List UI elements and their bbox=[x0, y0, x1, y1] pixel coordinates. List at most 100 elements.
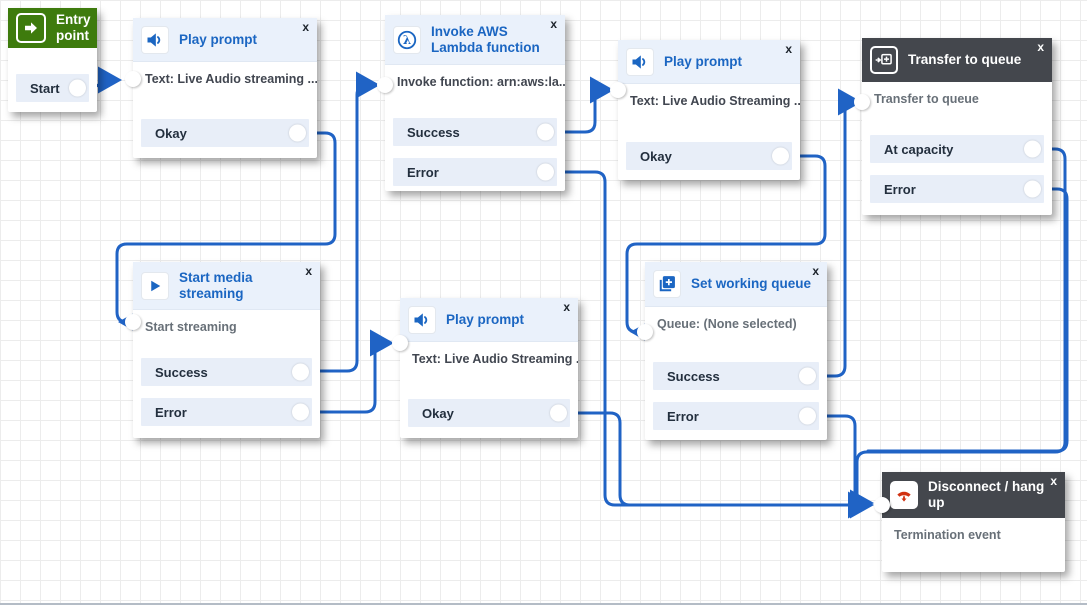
set-queue-icon bbox=[653, 270, 681, 298]
block-play-prompt-1[interactable]: Play prompt x Text: Live Audio streaming… bbox=[125, 18, 317, 158]
speaker-icon bbox=[141, 25, 169, 54]
block-header: Play prompt x bbox=[400, 298, 578, 342]
output-label: Start bbox=[30, 80, 60, 96]
wire-lambda-success-to-play2 bbox=[549, 76, 614, 134]
block-invoke-lambda[interactable]: λ Invoke AWS Lambda function x Invoke fu… bbox=[377, 15, 565, 191]
output-row-success: Success bbox=[653, 362, 819, 390]
output-port[interactable] bbox=[537, 123, 554, 141]
wire-play2-okay-to-queue bbox=[625, 154, 827, 346]
block-header: Set working queue x bbox=[645, 262, 827, 307]
output-port[interactable] bbox=[1024, 180, 1041, 198]
close-icon[interactable]: x bbox=[563, 300, 570, 314]
output-label: Error bbox=[155, 404, 187, 420]
output-label: Error bbox=[667, 408, 699, 424]
output-row-error: Error bbox=[870, 175, 1044, 203]
output-label: Okay bbox=[640, 148, 672, 164]
output-row-error: Error bbox=[141, 398, 312, 426]
lambda-icon: λ bbox=[393, 25, 421, 54]
output-port[interactable] bbox=[289, 124, 306, 142]
input-port[interactable] bbox=[377, 77, 393, 93]
close-icon[interactable]: x bbox=[550, 17, 557, 31]
wire-queue-success-to-transfer bbox=[811, 88, 862, 378]
output-port[interactable] bbox=[799, 367, 816, 385]
close-icon[interactable]: x bbox=[785, 42, 792, 56]
output-label: Success bbox=[407, 124, 460, 140]
block-title: Entry point bbox=[56, 12, 91, 43]
output-port[interactable] bbox=[772, 147, 789, 165]
output-label: Okay bbox=[422, 405, 454, 421]
output-row-at-capacity: At capacity bbox=[870, 135, 1044, 163]
block-set-working-queue[interactable]: Set working queue x Queue: (None selecte… bbox=[637, 262, 827, 440]
block-param: Invoke function: arn:aws:la... bbox=[397, 75, 565, 89]
output-label: Success bbox=[155, 364, 208, 380]
output-port[interactable] bbox=[292, 403, 309, 421]
output-row-start: Start bbox=[16, 74, 89, 102]
output-label: Error bbox=[407, 164, 439, 180]
close-icon[interactable]: x bbox=[305, 264, 312, 278]
block-title: Invoke AWS Lambda function bbox=[431, 23, 540, 55]
block-title: Set working queue bbox=[691, 276, 812, 292]
wire-media-success-to-lambda bbox=[304, 71, 380, 373]
output-row-error: Error bbox=[653, 402, 819, 430]
block-play-prompt-2[interactable]: Play prompt x Text: Live Audio Streaming… bbox=[610, 40, 800, 180]
block-param: Transfer to queue bbox=[874, 92, 979, 106]
block-param: Termination event bbox=[894, 528, 1001, 542]
output-row-okay: Okay bbox=[141, 119, 309, 147]
output-label: Success bbox=[667, 368, 720, 384]
wire-play1-okay-to-media bbox=[115, 131, 337, 336]
block-disconnect-hang-up[interactable]: Disconnect / hang up x Termination event bbox=[874, 472, 1065, 572]
input-port[interactable] bbox=[854, 94, 870, 110]
input-port[interactable] bbox=[392, 335, 408, 351]
speaker-icon bbox=[626, 47, 654, 76]
block-header: Play prompt x bbox=[618, 40, 800, 84]
output-port[interactable] bbox=[69, 79, 86, 97]
block-title: Disconnect / hang up bbox=[928, 479, 1045, 510]
transfer-queue-icon bbox=[870, 46, 898, 74]
wire-play3-okay-to-disconnect bbox=[562, 411, 872, 519]
close-icon[interactable]: x bbox=[302, 20, 309, 34]
output-port[interactable] bbox=[550, 404, 567, 422]
phone-hangup-icon bbox=[890, 481, 918, 509]
input-port[interactable] bbox=[637, 324, 653, 340]
output-port[interactable] bbox=[1024, 140, 1041, 158]
output-label: Error bbox=[884, 181, 916, 197]
input-port[interactable] bbox=[610, 82, 626, 98]
block-title: Play prompt bbox=[446, 311, 525, 327]
output-row-error: Error bbox=[393, 158, 557, 186]
block-param: Start streaming bbox=[145, 320, 237, 334]
close-icon[interactable]: x bbox=[1050, 474, 1057, 488]
block-header: Disconnect / hang up x bbox=[882, 472, 1065, 518]
input-port[interactable] bbox=[125, 314, 141, 330]
output-label: At capacity bbox=[884, 141, 954, 157]
block-header: Entry point bbox=[8, 8, 97, 48]
output-row-okay: Okay bbox=[626, 142, 792, 170]
wire-media-error-to-play3 bbox=[304, 329, 394, 414]
close-icon[interactable]: x bbox=[1037, 40, 1044, 54]
block-body-spacer bbox=[8, 48, 97, 74]
block-param: Text: Live Audio Streaming ... bbox=[630, 94, 800, 108]
block-start-media-streaming[interactable]: Start media streaming x Start streaming … bbox=[125, 262, 320, 438]
output-row-success: Success bbox=[393, 118, 557, 146]
block-param: Queue: (None selected) bbox=[657, 317, 797, 331]
input-port[interactable] bbox=[125, 71, 141, 87]
block-entry-point[interactable]: Entry point Start bbox=[8, 8, 97, 112]
block-param: Text: Live Audio Streaming ... bbox=[412, 352, 578, 366]
block-header: Transfer to queue x bbox=[862, 38, 1052, 82]
output-row-success: Success bbox=[141, 358, 312, 386]
block-header: λ Invoke AWS Lambda function x bbox=[385, 15, 565, 65]
output-row-okay: Okay bbox=[408, 399, 570, 427]
block-transfer-to-queue[interactable]: Transfer to queue x Transfer to queue At… bbox=[854, 38, 1052, 215]
output-port[interactable] bbox=[292, 363, 309, 381]
output-port[interactable] bbox=[537, 163, 554, 181]
input-port[interactable] bbox=[874, 497, 890, 513]
block-play-prompt-3[interactable]: Play prompt x Text: Live Audio Streaming… bbox=[392, 298, 578, 438]
block-title: Play prompt bbox=[179, 31, 258, 47]
wire-lambda-error-to-disconnect bbox=[549, 170, 874, 519]
close-icon[interactable]: x bbox=[812, 264, 819, 278]
svg-text:λ: λ bbox=[403, 33, 411, 47]
block-header: Start media streaming x bbox=[133, 262, 320, 310]
output-port[interactable] bbox=[799, 407, 816, 425]
wire-transfer-error-to-disconnect bbox=[866, 187, 1069, 453]
